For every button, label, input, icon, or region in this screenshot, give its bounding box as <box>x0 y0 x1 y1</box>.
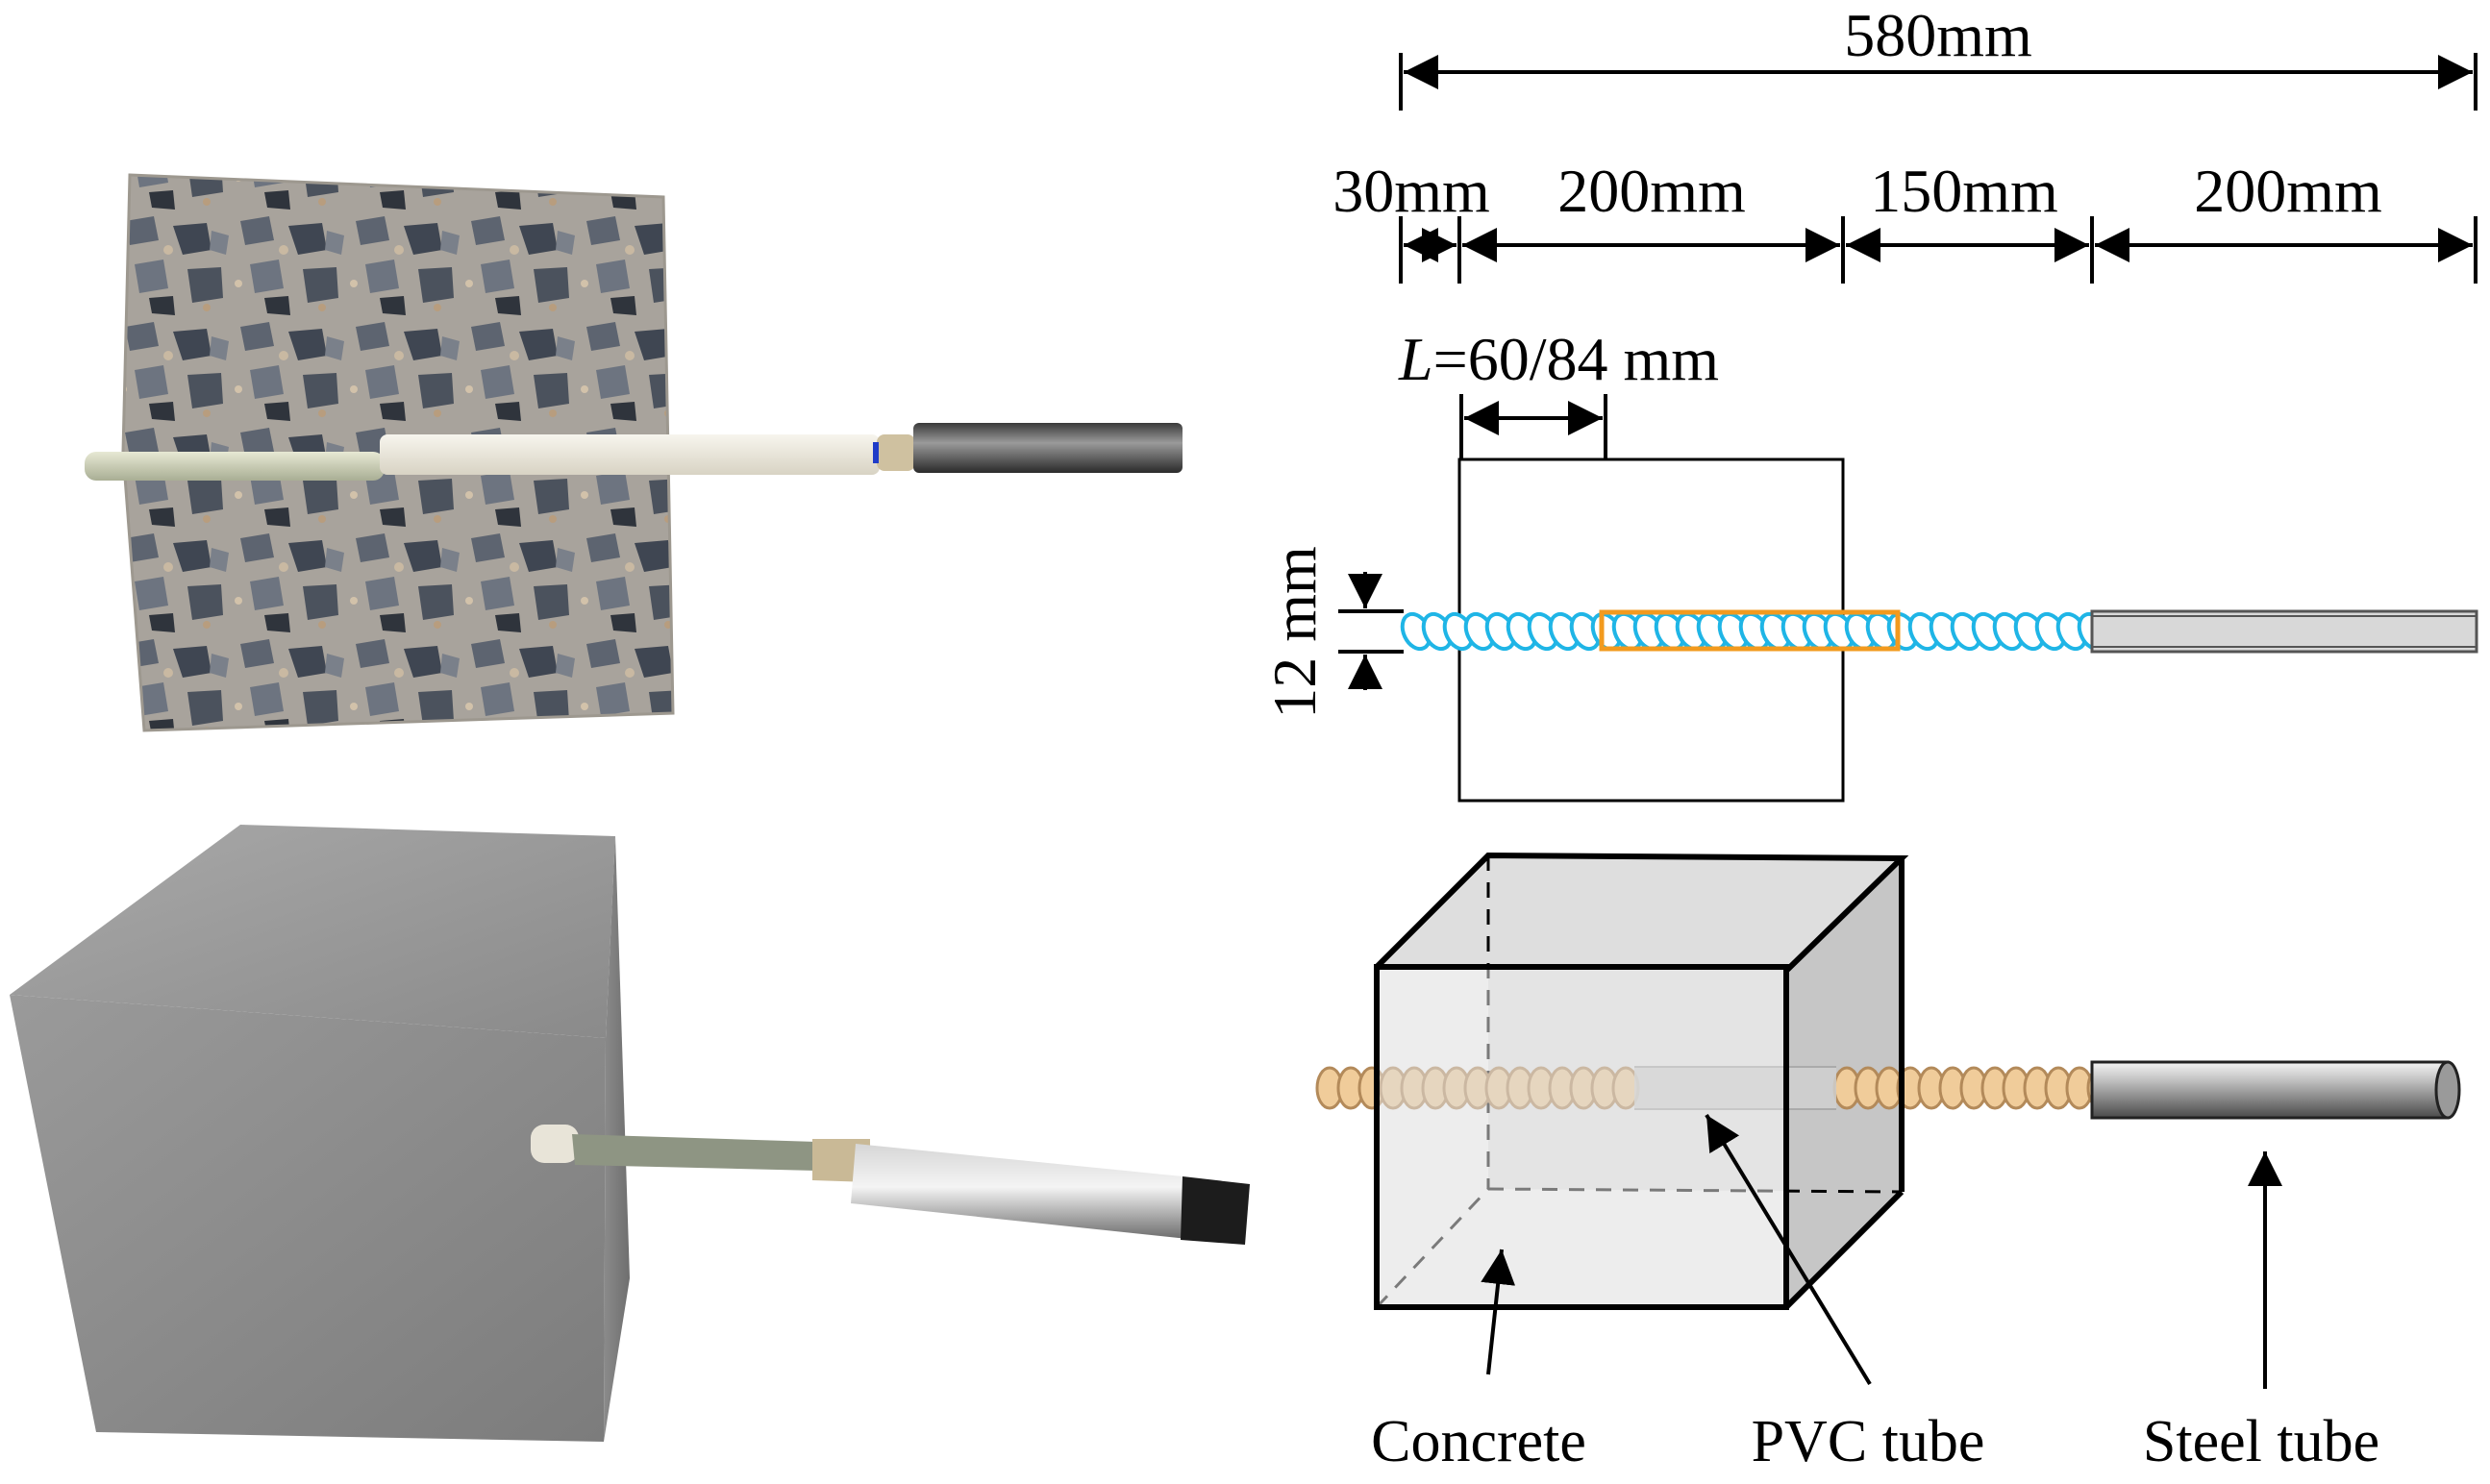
concrete-cube-3d <box>1374 964 1789 1310</box>
photo-cross-section <box>85 173 1183 732</box>
steel-tube-cube-photo <box>851 1144 1202 1240</box>
schematic-3d <box>1315 852 2461 1310</box>
captions: Concrete PVC tube Steel tube <box>1371 1409 2379 1474</box>
dimension-segments: 30mm 200mm 150mm 200mm <box>1332 157 2478 284</box>
segment-2-label: 200mm <box>1557 157 1746 225</box>
photo-concrete-cube <box>10 825 1250 1442</box>
total-length-label: 580mm <box>1844 1 2032 69</box>
concrete-label: Concrete <box>1371 1409 1586 1474</box>
segment-3-label: 150mm <box>1870 157 2058 225</box>
steel-tube-outline <box>2090 609 2478 654</box>
dimension-bond-length: L=60/84 mm <box>1398 325 1719 459</box>
segment-4-label: 200mm <box>2194 157 2382 225</box>
gfrp-bar-photo <box>85 452 385 481</box>
dimension-total: 580mm <box>1399 1 2478 111</box>
bond-zone-outline <box>1599 609 1901 652</box>
pvc-tube-label: PVC tube <box>1752 1409 1985 1474</box>
bar-diameter-label: 12 mm <box>1260 546 1329 719</box>
label-pointers <box>1481 1113 2282 1389</box>
bond-length-label: L=60/84 mm <box>1398 325 1719 393</box>
dimension-bar-diameter: 12 mm <box>1260 546 1404 719</box>
segment-1-label: 30mm <box>1332 157 1490 225</box>
steel-tube-3d <box>2090 1060 2461 1120</box>
section-view <box>1400 458 2478 803</box>
steel-tube-photo <box>913 423 1183 473</box>
gfrp-bar-cube-photo <box>572 1134 817 1171</box>
steel-tube-label: Steel tube <box>2143 1409 2379 1474</box>
pvc-tube-photo <box>380 434 880 475</box>
